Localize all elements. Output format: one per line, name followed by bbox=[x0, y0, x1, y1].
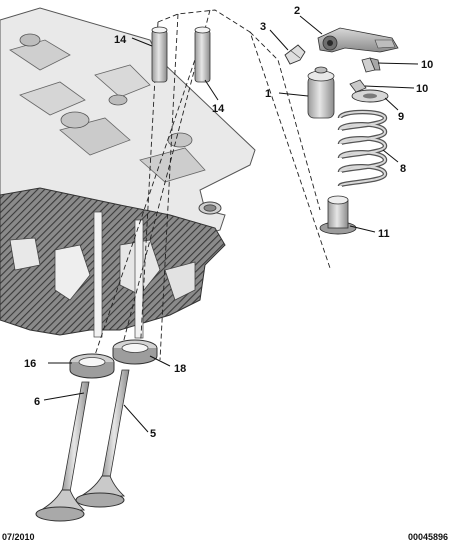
callout-10-upper: 10 bbox=[421, 59, 433, 71]
exhaust-valve bbox=[75, 369, 130, 508]
callout-3: 3 bbox=[260, 21, 266, 33]
callout-14-left: 14 bbox=[114, 34, 127, 46]
valve-guide-right bbox=[194, 26, 211, 83]
callout-2: 2 bbox=[294, 5, 300, 17]
callout-18: 18 bbox=[174, 363, 186, 375]
callout-10-lower: 10 bbox=[416, 83, 428, 95]
valve-seat-insert-right bbox=[112, 339, 158, 365]
callout-16: 16 bbox=[24, 358, 36, 370]
callout-8: 8 bbox=[400, 163, 406, 175]
callout-1: 1 bbox=[265, 88, 271, 100]
cylinder-head bbox=[0, 7, 256, 339]
rocker-arm bbox=[317, 27, 399, 53]
footer: 07/2010 00045896 bbox=[2, 532, 448, 542]
callout-14-right: 14 bbox=[212, 103, 225, 115]
valve-spring bbox=[337, 109, 388, 189]
footer-date: 07/2010 bbox=[2, 532, 35, 542]
valve-stem-seal bbox=[319, 195, 357, 235]
valve-collet-upper bbox=[361, 57, 381, 73]
intake-valve bbox=[35, 381, 90, 522]
footer-reference: 00045896 bbox=[408, 532, 448, 542]
hydraulic-tappet bbox=[307, 66, 335, 119]
valve-seat-insert-left bbox=[69, 353, 115, 379]
spring-cup bbox=[351, 89, 389, 103]
callout-11: 11 bbox=[378, 228, 390, 240]
callout-labels: 14 14 3 2 1 10 10 9 8 11 16 18 6 5 bbox=[24, 5, 433, 440]
leader-lines bbox=[43, 15, 419, 433]
valve-collet-lower bbox=[349, 79, 367, 93]
callout-9: 9 bbox=[398, 111, 404, 123]
clip bbox=[284, 44, 306, 65]
valve-guide-left bbox=[151, 26, 168, 83]
callout-5: 5 bbox=[150, 428, 156, 440]
callout-6: 6 bbox=[34, 396, 40, 408]
